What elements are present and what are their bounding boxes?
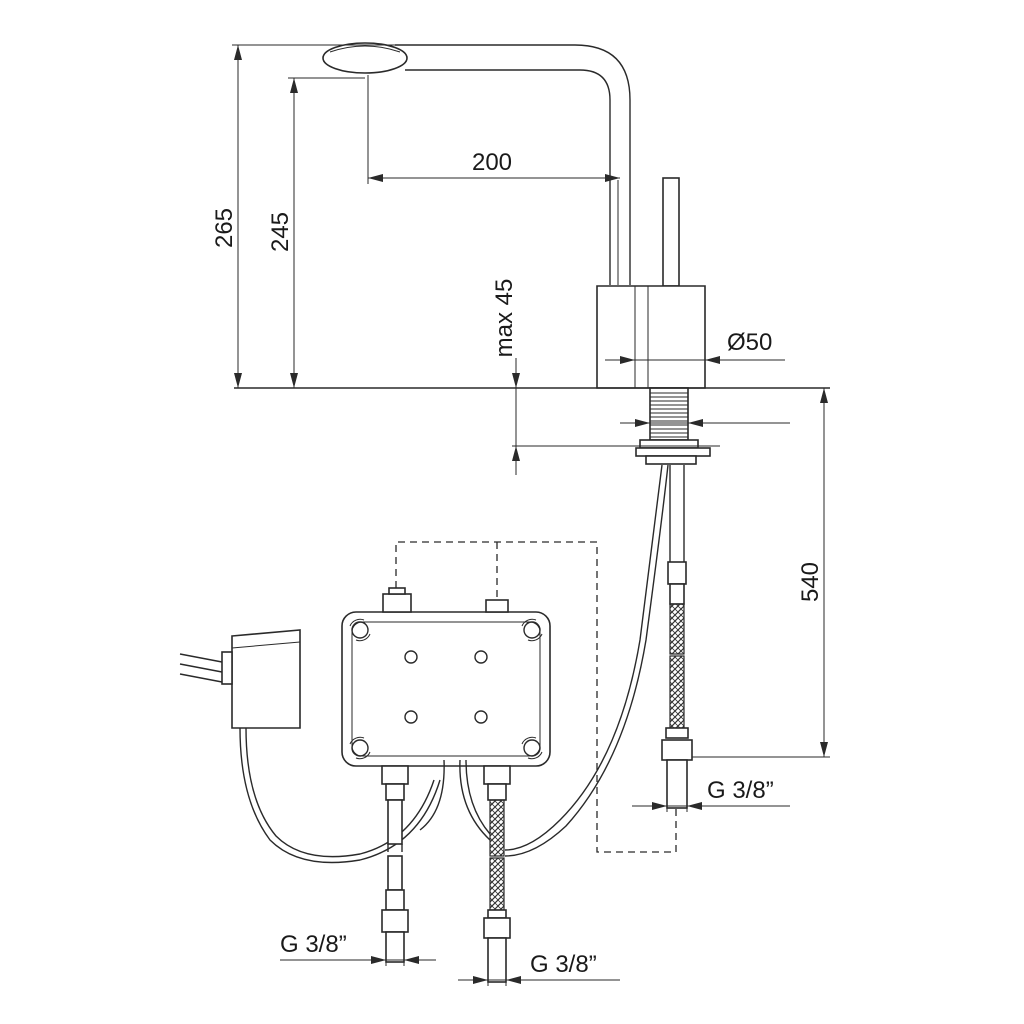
installation-outline: [395, 541, 677, 853]
shank-diameter-leader: [620, 419, 790, 427]
dim-200: 200: [367, 75, 620, 184]
dim-265: 265: [211, 44, 395, 388]
control-box: [341, 587, 551, 767]
dim-outlet-connection: G 3/8”: [632, 760, 790, 812]
dim-540: 540: [690, 387, 830, 758]
faucet-body: [596, 285, 706, 389]
right-supply-hose: [483, 765, 511, 983]
box-cable-left: [419, 759, 445, 831]
power-adapter: [179, 629, 441, 864]
dim-265-label: 265: [211, 208, 238, 248]
left-supply-hose: [381, 765, 409, 963]
box-screw: [523, 739, 541, 757]
dim-diameter-label: Ø50: [727, 329, 772, 356]
box-screw: [351, 621, 369, 639]
dim-540-label: 540: [797, 562, 824, 602]
dim-245-label: 245: [267, 212, 294, 252]
dim-left-connection-label: G 3/8”: [280, 931, 347, 958]
box-screw: [351, 739, 369, 757]
sensor-cable: [504, 464, 663, 851]
dim-right-connection: G 3/8”: [458, 938, 620, 986]
dim-outlet-connection-label: G 3/8”: [707, 777, 774, 804]
dim-245: 245: [267, 77, 365, 388]
threaded-shank: [635, 387, 711, 465]
outlet-hose: [661, 465, 693, 809]
dim-max45-label: max 45: [491, 279, 518, 358]
dim-max45: max 45: [491, 279, 720, 475]
dim-200-label: 200: [472, 149, 512, 176]
faucet-spout: [322, 42, 631, 285]
faucet-lever: [662, 177, 680, 287]
box-screw: [523, 621, 541, 639]
dim-right-connection-label: G 3/8”: [530, 951, 597, 978]
dim-left-connection: G 3/8”: [280, 931, 436, 966]
dim-diameter: Ø50: [605, 329, 785, 364]
box-cable-right: [459, 759, 491, 841]
